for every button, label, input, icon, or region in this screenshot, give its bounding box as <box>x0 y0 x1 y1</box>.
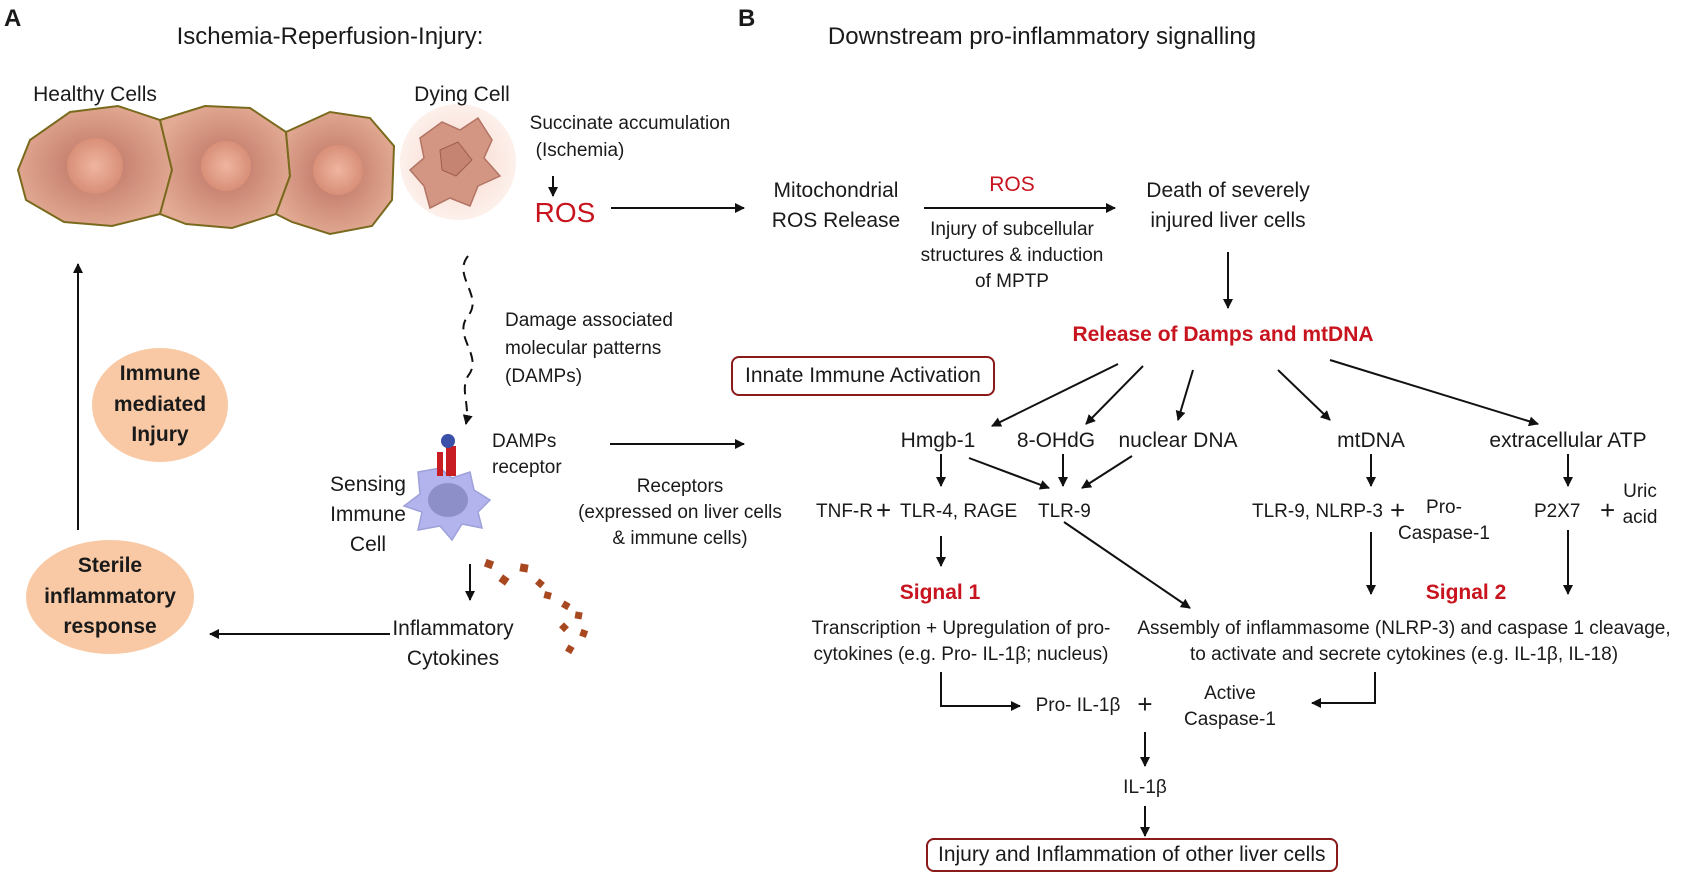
hmgb1-label: Hmgb-1 <box>900 429 976 452</box>
assembly-line1: Assembly of inflammasome (NLRP-3) and ca… <box>1137 618 1671 639</box>
uric-line1: Uric <box>1623 481 1657 502</box>
panel-b-title: Downstream pro-inflammatory signalling <box>827 23 1257 50</box>
cytokines-line1: Inflammatory <box>392 617 514 640</box>
death-line1: Death of severely <box>1146 179 1310 202</box>
transcription-line1: Transcription + Upregulation of pro- <box>811 618 1111 639</box>
il1b-label: IL-1β <box>1123 777 1167 798</box>
succinate-line1: Succinate accumulation <box>529 113 731 134</box>
mito-release-line2: ROS Release <box>771 209 901 232</box>
cytokines-line2: Cytokines <box>406 647 500 670</box>
injury-note-line2: structures & induction <box>920 245 1104 266</box>
release-damps-label: Release of Damps and mtDNA <box>1072 323 1374 346</box>
sensing-cell-line3: Cell <box>349 533 387 556</box>
sterile-line3: response <box>63 615 157 639</box>
death-line2: injured liver cells <box>1150 209 1306 232</box>
signal1-label: Signal 1 <box>899 581 981 604</box>
receptors-line3: & immune cells) <box>612 528 748 549</box>
tlr4-label: TLR-4, RAGE <box>900 501 1018 522</box>
ros-label: ROS <box>534 197 596 228</box>
p2x7-label: P2X7 <box>1534 501 1581 522</box>
immune-injury-line3: Injury <box>131 423 189 447</box>
panel-b-letter: B <box>738 5 756 32</box>
receptors-line1: Receptors <box>636 476 724 497</box>
nuclear-dna-label: nuclear DNA <box>1118 429 1238 452</box>
tnfr-label: TNF-R <box>816 501 873 522</box>
assembly-line2: to activate and secrete cytokines (e.g. … <box>1189 644 1619 665</box>
immune-injury-bubble: Immune mediated Injury <box>92 348 228 462</box>
pro-caspase-line1: Pro- <box>1426 497 1462 518</box>
sterile-line1: Sterile <box>77 554 143 578</box>
plus-tnfr: + <box>876 495 892 525</box>
plus-active-caspase: + <box>1137 689 1153 719</box>
tlr9-nlrp3-label: TLR-9, NLRP-3 <box>1252 501 1383 522</box>
panel-a-letter: A <box>4 5 22 32</box>
succinate-line2: (Ischemia) <box>535 140 625 161</box>
injury-note-line3: of MPTP <box>975 271 1049 292</box>
final-outcome-box: Injury and Inflammation of other liver c… <box>926 838 1338 872</box>
ros-b-label: ROS <box>989 173 1035 196</box>
plus-uric: + <box>1600 495 1616 525</box>
active-caspase-line1: Active <box>1204 683 1256 704</box>
damps-receptor-line2: receptor <box>492 457 562 478</box>
active-caspase-line2: Caspase-1 <box>1184 709 1276 730</box>
damps-line3: (DAMPs) <box>505 366 583 387</box>
pro-il1b-label: Pro- IL-1β <box>1035 695 1121 716</box>
signal2-label: Signal 2 <box>1425 581 1507 604</box>
plus-procaspase: + <box>1390 495 1406 525</box>
sensing-cell-line2: Immune <box>330 503 406 526</box>
panel-a-title: Ischemia-Reperfusion-Injury: <box>176 23 484 50</box>
sensing-cell-line1: Sensing <box>330 473 406 496</box>
uric-line2: acid <box>1622 507 1658 528</box>
healthy-cells-label: Healthy Cells <box>33 83 157 106</box>
mtdna-label: mtDNA <box>1337 429 1405 452</box>
cytokine-particles <box>483 558 589 655</box>
ohdg-label: 8-OHdG <box>1016 429 1096 452</box>
healthy-cells-illustration <box>16 104 396 236</box>
damps-receptor-line1: DAMPs <box>492 431 557 452</box>
sterile-line2: inflammatory <box>44 584 176 608</box>
arrows-panel-b <box>924 203 1573 837</box>
tlr9-label: TLR-9 <box>1038 501 1091 522</box>
dying-cell-label: Dying Cell <box>414 83 510 106</box>
innate-immune-box: Innate Immune Activation <box>731 356 995 396</box>
immune-injury-line1: Immune <box>119 362 201 386</box>
arrows-panel-a <box>73 176 745 639</box>
injury-note-line1: Injury of subcellular <box>930 219 1094 240</box>
dying-cell-illustration <box>400 104 516 220</box>
transcription-line2: cytokines (e.g. Pro- IL-1β; nucleus) <box>813 644 1109 665</box>
pro-caspase-line2: Caspase-1 <box>1398 523 1490 544</box>
mito-release-line1: Mitochondrial <box>773 179 899 202</box>
receptors-line2: (expressed on liver cells <box>578 502 782 523</box>
damps-line1: Damage associated <box>505 310 673 331</box>
sensing-immune-cell-illustration <box>402 434 492 542</box>
sterile-response-bubble: Sterile inflammatory response <box>26 540 194 654</box>
immune-injury-line2: mediated <box>113 392 207 416</box>
atp-label: extracellular ATP <box>1489 429 1647 452</box>
damps-line2: molecular patterns <box>505 338 662 359</box>
